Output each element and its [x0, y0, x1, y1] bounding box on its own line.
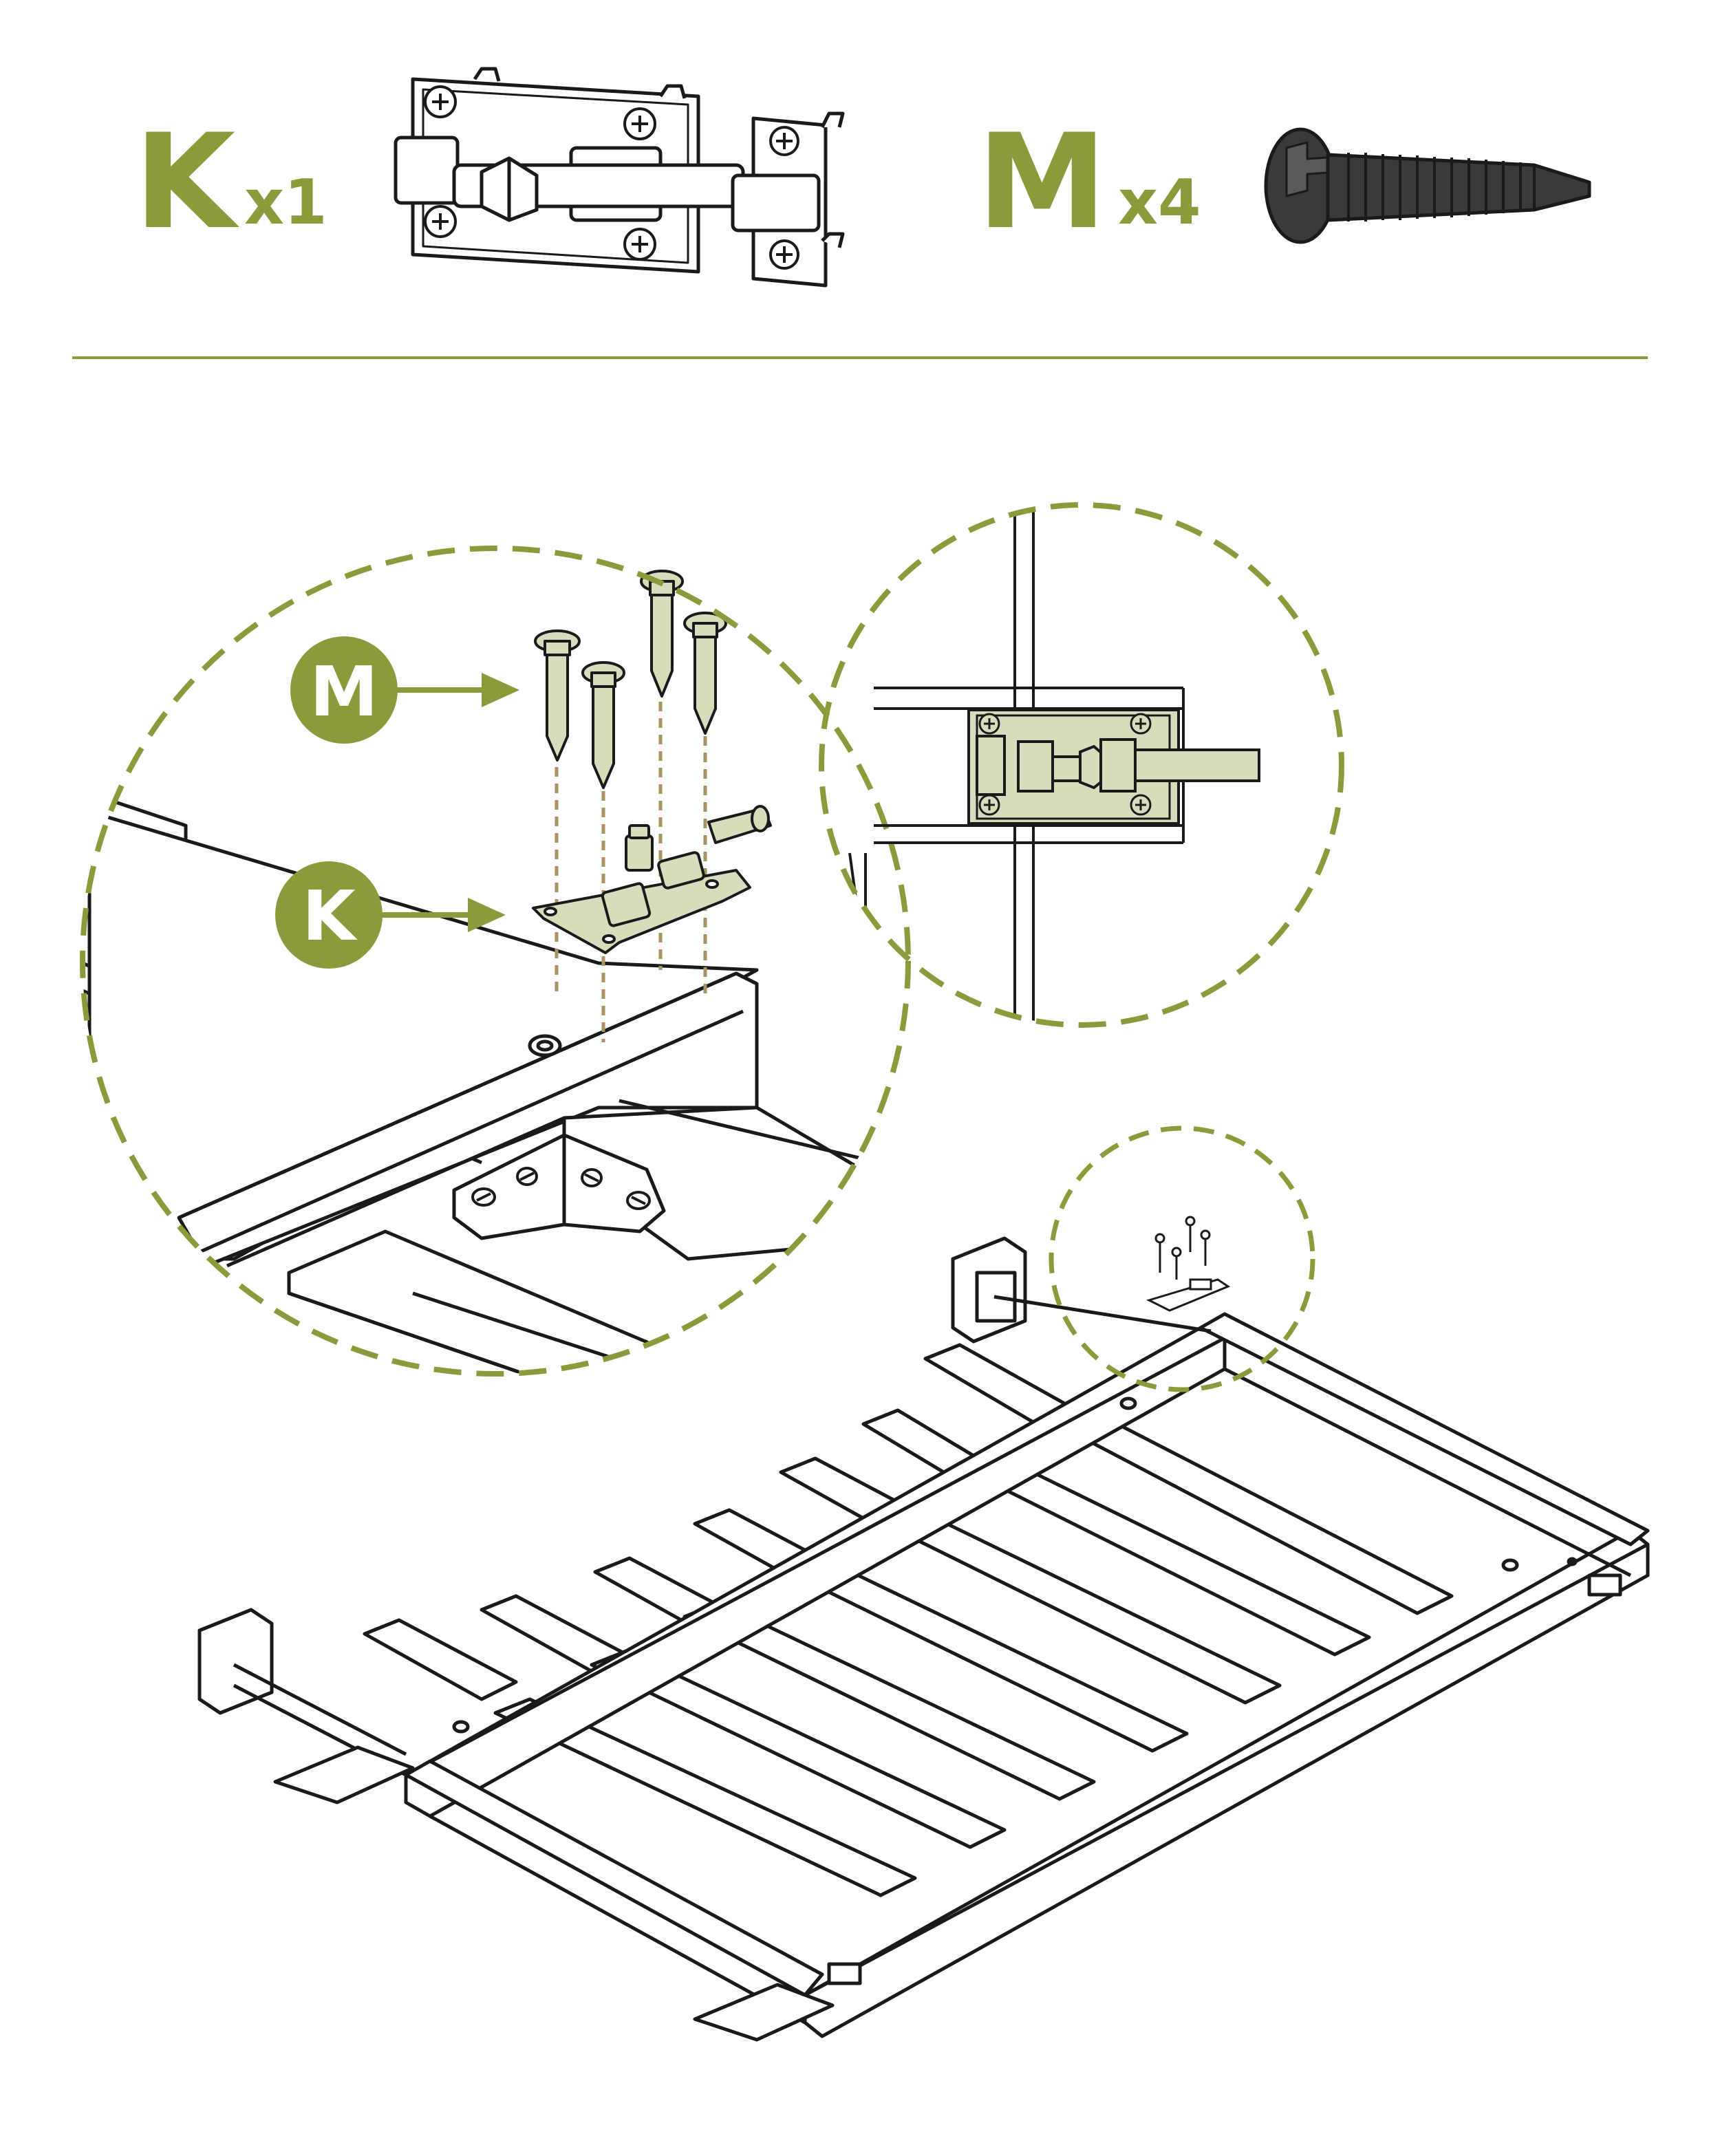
part-k-letter: K — [134, 106, 239, 258]
latch-part — [532, 805, 772, 954]
part-k-entry: K x1 — [134, 67, 845, 288]
part-m-entry: M x4 — [977, 106, 1591, 258]
screw-1 — [534, 629, 581, 762]
callout-m-letter: M — [310, 651, 378, 732]
screw-2 — [581, 661, 625, 789]
screw-4 — [683, 612, 727, 735]
pan-head-screw-icon — [1264, 127, 1591, 244]
callout-k-letter: K — [302, 876, 358, 956]
screw-3 — [640, 570, 684, 698]
gate-assembly — [197, 1236, 1650, 2042]
part-m-quantity: x4 — [1118, 166, 1201, 239]
part-k-quantity: x1 — [244, 166, 327, 239]
parts-list: K x1 — [134, 67, 1591, 288]
detail-circle-exploded: M K — [80, 546, 911, 1377]
callout-m: M — [290, 636, 519, 744]
screws-group — [534, 570, 727, 789]
callout-k: K — [275, 861, 506, 969]
detail-circle-installed — [819, 502, 1344, 1028]
barrel-bolt-latch-icon — [394, 67, 845, 288]
part-m-letter: M — [977, 106, 1107, 258]
gate-latch-detail — [1049, 1125, 1315, 1392]
